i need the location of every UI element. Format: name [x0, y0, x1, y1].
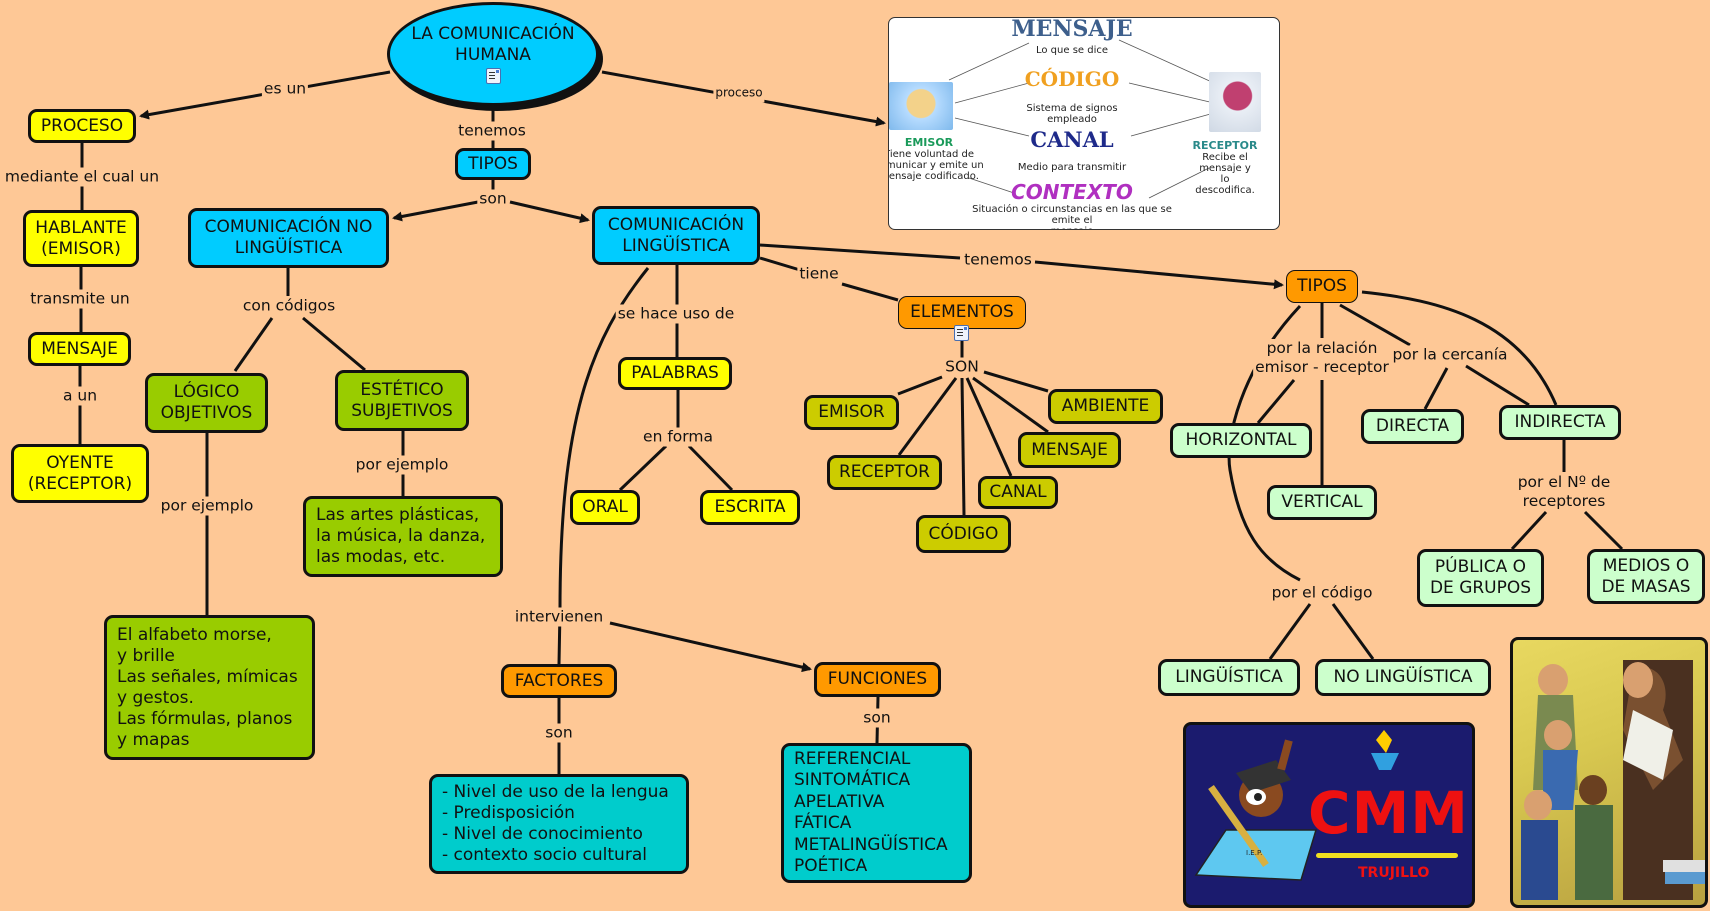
link-label-por-codigo: por el código [1269, 583, 1375, 603]
node-mensaje[interactable]: MENSAJE [1018, 432, 1121, 468]
link-son-lin [509, 200, 590, 224]
link-label-en-forma: en forma [641, 427, 715, 447]
logo-city: TRUJILLO [1358, 865, 1430, 881]
node-vertical[interactable]: VERTICAL [1267, 485, 1377, 520]
mensaje-title: MENSAJE [1011, 17, 1133, 42]
document-icon[interactable] [954, 325, 969, 341]
logo-underline [1316, 853, 1458, 858]
receptor-desc: Recibe el mensaje y lo descodifica. [1195, 152, 1255, 196]
link-label-tenemos: tenemos [456, 121, 528, 141]
process-arrows [948, 39, 1215, 199]
receptor-title: RECEPTOR [1192, 139, 1258, 152]
link-label-se-hace-uso: se hace uso de [615, 304, 737, 324]
node-horizontal[interactable]: HORIZONTAL [1170, 423, 1312, 458]
logo-iep-text: I.E.P. [1246, 849, 1262, 857]
node-proceso[interactable]: PROCESO [28, 109, 136, 143]
link-label-son-factores: son [543, 723, 575, 743]
link-label-por-cercania: por la cercanía [1390, 345, 1510, 365]
node-indirecta[interactable]: INDIRECTA [1499, 405, 1621, 440]
link-label-son-funciones: son [861, 708, 893, 728]
link-label-por-relacion: por la relación emisor - receptor [1253, 339, 1391, 377]
communication-process-image[interactable]: MENSAJE Lo que se dice CÓDIGO Sistema de… [888, 17, 1280, 230]
mascot-illustration: I.E.P. [1194, 730, 1399, 881]
contexto-title: CONTEXTO [1011, 180, 1133, 204]
receptor-photo [1209, 72, 1261, 132]
node-logico[interactable]: LÓGICO OBJETIVOS [145, 373, 268, 433]
emisor-desc: Tiene voluntad de comunicar y emite un m… [888, 149, 984, 182]
node-receptor[interactable]: RECEPTOR [827, 455, 942, 490]
link-label-por-ejemplo-1: por ejemplo [158, 496, 256, 516]
link-son-nolin [392, 200, 479, 222]
node-tipos[interactable]: TIPOS [455, 148, 531, 180]
emisor-title: EMISOR [904, 136, 954, 149]
link-label-por-ejemplo-2: por ejemplo [353, 455, 451, 475]
link-label-proceso: proceso [713, 83, 765, 103]
logo-name: CMM [1308, 779, 1469, 847]
node-directa[interactable]: DIRECTA [1361, 409, 1464, 444]
node-elementos[interactable]: ELEMENTOS [898, 296, 1026, 329]
node-comunicacion-no-linguistica[interactable]: COMUNICACIÓN NO LINGÜÍSTICA [188, 208, 389, 268]
link-label-tenemos-2: tenemos [962, 250, 1034, 270]
node-ambiente[interactable]: AMBIENTE [1048, 389, 1163, 424]
node-mensaje-left[interactable]: MENSAJE [28, 332, 131, 366]
node-estetico[interactable]: ESTÉTICO SUBJETIVOS [335, 370, 469, 431]
node-medios[interactable]: MEDIOS O DE MASAS [1587, 549, 1705, 604]
node-artes[interactable]: Las artes plásticas, la música, la danza… [303, 496, 503, 577]
illustration-picture [1510, 637, 1708, 908]
link-label-son: son [477, 189, 509, 209]
node-funciones-list[interactable]: REFERENCIAL SINTOMÁTICA APELATIVA FÁTICA… [781, 743, 972, 883]
node-factores-list[interactable]: - Nivel de uso de la lengua - Predisposi… [429, 774, 689, 874]
node-publica[interactable]: PÚBLICA O DE GRUPOS [1417, 549, 1544, 607]
link-label-transmite: transmite un [28, 289, 132, 309]
link-label-a-un: a un [60, 386, 100, 406]
document-icon[interactable] [485, 68, 501, 84]
node-funciones[interactable]: FUNCIONES [814, 662, 941, 697]
emisor-photo [889, 82, 953, 130]
node-oyente[interactable]: OYENTE (RECEPTOR) [11, 444, 149, 503]
cmm-logo: I.E.P. CMM TRUJILLO [1183, 722, 1475, 908]
link-label-por-numero: por el Nº de receptores [1515, 473, 1613, 511]
link-label-mediante: mediante el cual un [2, 167, 162, 187]
mensaje-desc: Lo que se dice [1035, 45, 1109, 56]
codigo-desc: Sistema de signos empleado [1026, 103, 1118, 125]
node-emisor[interactable]: EMISOR [804, 395, 899, 430]
teacher-children-illustration [1521, 660, 1705, 900]
link-label-son-elementos: SON [943, 357, 981, 377]
node-comunicacion-linguistica[interactable]: COMUNICACIÓN LINGÜÍSTICA [592, 206, 760, 265]
node-factores[interactable]: FACTORES [501, 664, 617, 698]
main-topic-ellipse[interactable]: LA COMUNICACIÓN HUMANA [387, 2, 599, 106]
node-linguistica[interactable]: LINGÜÍSTICA [1158, 659, 1300, 696]
contexto-desc: Situación o circunstancias en las que se… [972, 204, 1172, 229]
canal-desc: Medio para transmitir [1017, 162, 1127, 173]
node-codigo[interactable]: CÓDIGO [916, 515, 1011, 553]
node-alfabeto[interactable]: El alfabeto morse, y brille Las señales,… [104, 615, 315, 760]
link-label-con-codigos: con códigos [240, 296, 338, 316]
node-canal[interactable]: CANAL [978, 476, 1058, 509]
link-label-tiene: tiene [797, 264, 841, 284]
node-no-linguistica[interactable]: NO LINGÜÍSTICA [1315, 659, 1491, 696]
canal-title: CANAL [1030, 127, 1114, 152]
node-hablante[interactable]: HABLANTE (EMISOR) [23, 210, 139, 267]
node-tipos-orange[interactable]: TIPOS [1286, 270, 1358, 303]
link-label-intervienen: intervienen [512, 607, 606, 627]
node-escrita[interactable]: ESCRITA [700, 490, 800, 525]
link-label-es-un: es un [261, 79, 309, 99]
node-oral[interactable]: ORAL [570, 490, 640, 525]
node-palabras[interactable]: PALABRAS [618, 357, 732, 390]
codigo-title: CÓDIGO [1024, 67, 1120, 91]
main-title: LA COMUNICACIÓN HUMANA [411, 24, 575, 65]
